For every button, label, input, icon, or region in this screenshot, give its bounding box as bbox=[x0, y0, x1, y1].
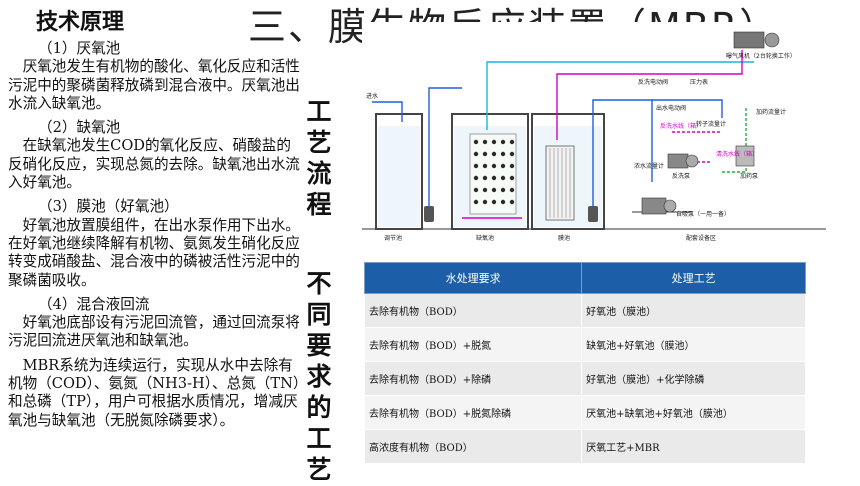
svg-text:加药流量计: 加药流量计 bbox=[756, 108, 786, 116]
table-cell: 好氧池（膜池） bbox=[581, 293, 806, 328]
svg-text:加药泵: 加药泵 bbox=[740, 172, 758, 180]
tank-membrane bbox=[531, 113, 605, 230]
paragraph-3-subtitle: （3）膜池（好氧池） bbox=[38, 198, 179, 216]
blower-icon bbox=[733, 31, 780, 49]
svg-text:配套设备区: 配套设备区 bbox=[686, 234, 716, 242]
table-cell: 厌氧池+缺氧池+好氧池（膜池） bbox=[581, 395, 806, 430]
tank-anoxic bbox=[451, 113, 529, 230]
table-row: 去除有机物（BOD）+除磷 好氧池（膜池）+化学除磷 bbox=[363, 361, 806, 396]
svg-text:清洗水线（箱）: 清洗水线（箱） bbox=[716, 150, 758, 158]
svg-text:进水: 进水 bbox=[366, 92, 378, 100]
svg-text:浓水流量计: 浓水流量计 bbox=[634, 162, 664, 170]
table-cell: 厌氧工艺+MBR bbox=[581, 429, 806, 464]
paragraph-1-text: 厌氧池发生有机物的酸化、氧化反应和活性污泥中的聚磷菌释放磷到混合液中。厌氧池出水… bbox=[8, 58, 300, 112]
paragraph-4-text: 好氧池底部设有污泥回流管，通过回流泵将污泥回流进厌氧池和缺氧池。 bbox=[8, 314, 300, 350]
svg-text:曝气风机（2台轮换工作）: 曝气风机（2台轮换工作） bbox=[726, 52, 796, 60]
table-row: 高浓度有机物（BOD） 厌氧工艺+MBR bbox=[363, 429, 806, 464]
paragraph-5-text: MBR系统为连续运行，实现从水中去除有机物（COD）、氨氮（NH3-H）、总氮（… bbox=[8, 356, 301, 429]
process-requirements-table: 水处理要求 处理工艺 去除有机物（BOD） 好氧池（膜池） 去除有机物（BOD）… bbox=[363, 262, 806, 464]
backwash-pump-icon bbox=[667, 153, 699, 169]
column-header-requirement: 水处理要求 bbox=[363, 262, 583, 294]
table-row: 去除有机物（BOD）+脱氮 缺氧池+好氧池（膜池） bbox=[363, 327, 806, 362]
membrane-module bbox=[545, 145, 575, 221]
table-cell: 好氧池（膜池）+化学除磷 bbox=[581, 361, 806, 396]
principle-text: （1）厌氧池 厌氧池发生有机物的酸化、氧化反应和活性污泥中的聚磷菌释放磷到混合液… bbox=[8, 40, 302, 430]
svg-text:缺氧池: 缺氧池 bbox=[476, 234, 494, 242]
table-cell: 高浓度有机物（BOD） bbox=[363, 429, 583, 464]
suction-pump-icon bbox=[641, 197, 677, 215]
table-header-row: 水处理要求 处理工艺 bbox=[363, 262, 806, 294]
column-header-process: 处理工艺 bbox=[581, 262, 806, 294]
svg-text:调节池: 调节池 bbox=[384, 234, 402, 242]
svg-text:反洗水线（箱）: 反洗水线（箱） bbox=[660, 122, 702, 130]
table-cell: 去除有机物（BOD）+脱氮除磷 bbox=[363, 395, 583, 430]
pump-icon bbox=[424, 206, 434, 222]
side-label-process-flow: 工艺流程 bbox=[306, 97, 332, 219]
paragraph-2-subtitle: （2）缺氧池 bbox=[38, 119, 121, 137]
aeration-modules bbox=[462, 133, 522, 219]
svg-text:转子流量计: 转子流量计 bbox=[696, 120, 726, 128]
svg-text:反洗泵: 反洗泵 bbox=[672, 172, 690, 180]
svg-text:反洗电动阀: 反洗电动阀 bbox=[638, 78, 668, 86]
table-cell: 去除有机物（BOD）+脱氮 bbox=[363, 327, 583, 362]
paragraph-1-subtitle: （1）厌氧池 bbox=[38, 40, 121, 57]
side-label-process-variants: 不同要求的工艺 bbox=[306, 269, 332, 484]
svg-text:自吸泵（一用一备）: 自吸泵（一用一备） bbox=[676, 210, 730, 218]
table-cell: 缺氧池+好氧池（膜池） bbox=[581, 327, 806, 362]
pump-icon bbox=[588, 206, 598, 222]
tank-regulating bbox=[375, 113, 423, 230]
svg-text:出水电动阀: 出水电动阀 bbox=[656, 104, 686, 112]
paragraph-2-text: 在缺氧池发生COD的氧化反应、硝酸盐的反硝化反应，实现总氮的去除。缺氧池出水流入… bbox=[8, 137, 300, 192]
svg-text:压力表: 压力表 bbox=[690, 78, 708, 86]
table-row: 去除有机物（BOD）+脱氮除磷 厌氧池+缺氧池+好氧池（膜池） bbox=[363, 395, 806, 430]
paragraph-3-text: 好氧池放置膜组件，在出水泵作用下出水。在好氧池继续降解有机物、氨氮发生硝化反应转… bbox=[8, 216, 300, 289]
svg-text:膜池: 膜池 bbox=[558, 234, 570, 242]
paragraph-4-subtitle: （4）混合液回流 bbox=[38, 295, 150, 313]
mbr-process-diagram: 进水 调节池 缺氧池 膜池 配套设备区 曝气风机（2台轮换工作） 反洗电动阀 压… bbox=[362, 22, 826, 248]
table-row: 去除有机物（BOD） 好氧池（膜池） bbox=[363, 293, 806, 328]
dosing-pump-icon bbox=[735, 145, 755, 167]
section-heading: 技术原理 bbox=[36, 10, 125, 35]
table-cell: 去除有机物（BOD） bbox=[363, 293, 583, 328]
table-cell: 去除有机物（BOD）+除磷 bbox=[363, 361, 583, 396]
